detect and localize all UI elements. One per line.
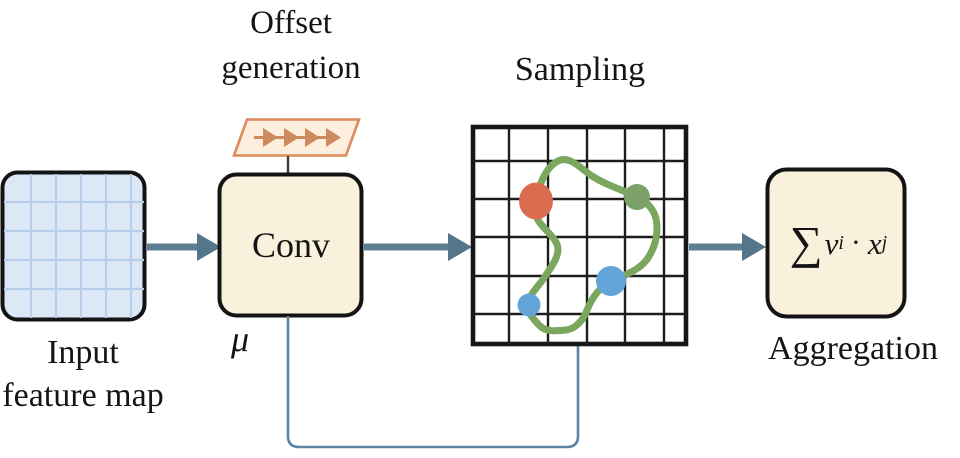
sampling-dot-red <box>519 182 553 220</box>
formula-dot: · <box>850 226 861 259</box>
input-feature-map-label-line2: feature map <box>2 377 164 414</box>
formula-v: v <box>824 225 839 261</box>
aggregation-label: Aggregation <box>768 330 938 367</box>
sampling-grid-node <box>470 124 689 347</box>
sampling-dot-blue-large <box>596 266 626 296</box>
formula-x: x <box>867 225 882 261</box>
sampling-dot-green <box>624 184 650 210</box>
conv-node <box>217 172 364 318</box>
formula-sigma: ∑ <box>789 217 823 268</box>
sampling-label: Sampling <box>514 51 646 88</box>
aggregation-formula: ∑ v i · x j <box>772 172 905 314</box>
feedback-connector <box>286 316 580 449</box>
offset-generation-label: Offset generation <box>141 1 441 91</box>
input-feature-map-node <box>0 170 147 322</box>
offset-generation-shape <box>232 118 361 175</box>
sampling-to-aggregation-arrow-icon <box>689 233 766 261</box>
formula-x-subscript: j <box>881 232 888 254</box>
aggregation-node <box>765 167 907 319</box>
mu-label: μ <box>230 319 250 359</box>
offset-arrows-icon <box>254 128 341 147</box>
offset-generation-label-line2: generation <box>221 50 361 86</box>
formula-v-subscript: i <box>838 232 844 254</box>
conv-to-sampling-arrow-icon <box>364 233 472 261</box>
conv-label: Conv <box>251 225 330 265</box>
offset-generation-label-line1: Offset <box>250 5 332 41</box>
sampling-dot-blue-small <box>517 293 541 317</box>
sampling-grid-lines <box>473 127 686 344</box>
input-to-conv-arrow-icon <box>147 233 221 261</box>
input-feature-map-grid <box>4 174 144 318</box>
sampling-deformation-curve <box>524 156 661 335</box>
input-feature-map-label: Input feature map <box>0 331 233 417</box>
input-feature-map-label-line1: Input <box>47 334 119 371</box>
